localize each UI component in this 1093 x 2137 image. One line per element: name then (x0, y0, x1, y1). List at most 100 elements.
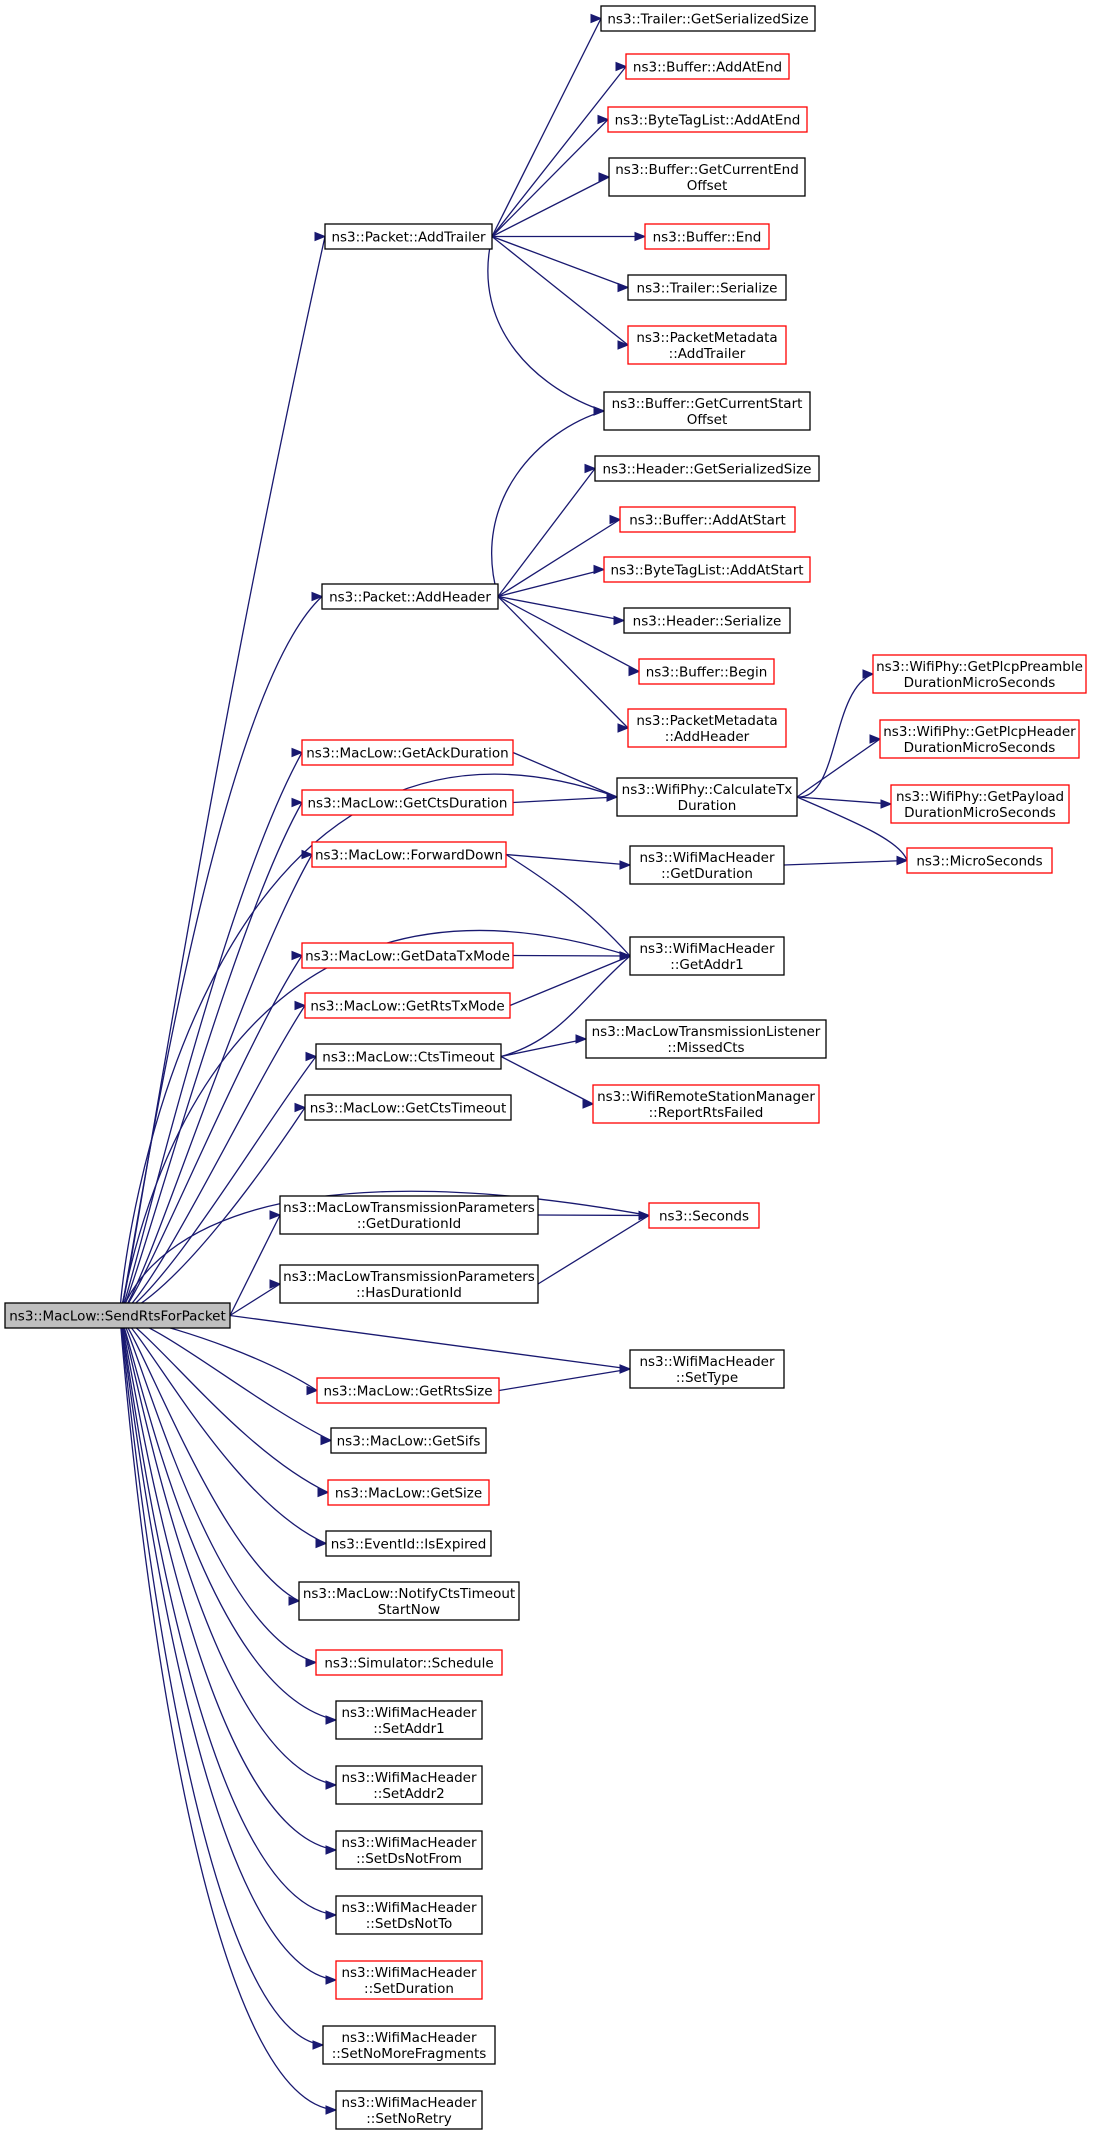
edge-addHeader-to-bufBegin (497, 595, 640, 673)
node-label: ns3::Buffer::Begin (646, 665, 768, 681)
arrowhead (291, 747, 304, 758)
arrowhead (593, 564, 606, 575)
node-box (335, 1830, 483, 1870)
node-label: DurationMicroSeconds (904, 675, 1056, 691)
node-getRtsSize[interactable]: ns3::MacLow::GetRtsSize (316, 1377, 500, 1404)
node-label: ::GetAddr1 (670, 957, 743, 973)
node-headerSer[interactable]: ns3::Header::Serialize (623, 607, 791, 634)
arrowhead (315, 1538, 328, 1549)
arrowhead (294, 1102, 307, 1113)
edge-root-to-setDuration (119, 1315, 337, 1981)
node-addTrailer[interactable]: ns3::Packet::AddTrailer (324, 223, 493, 250)
node-label: ::SetType (676, 1370, 738, 1386)
node-setDsNotFrom[interactable]: ns3::WifiMacHeader::SetDsNotFrom (335, 1830, 483, 1870)
node-plcpPreamble[interactable]: ns3::WifiPhy::GetPlcpPreambleDurationMic… (872, 654, 1087, 694)
node-headerGetSize[interactable]: ns3::Header::GetSerializedSize (594, 455, 820, 482)
node-box (335, 1960, 483, 2000)
arrowhead (597, 114, 610, 125)
node-pmAddTrailer[interactable]: ns3::PacketMetadata::AddTrailer (627, 325, 787, 365)
node-box (619, 506, 796, 533)
node-seconds[interactable]: ns3::Seconds (648, 1202, 760, 1229)
node-label: ns3::WifiMacHeader (341, 2030, 477, 2046)
edge-root-to-addTrailer (119, 236, 326, 1316)
node-plcpHeader[interactable]: ns3::WifiPhy::GetPlcpHeaderDurationMicro… (879, 719, 1080, 759)
node-setAddr2[interactable]: ns3::WifiMacHeader::SetAddr2 (335, 1765, 483, 1805)
node-label: ::SetDsNotFrom (356, 1851, 462, 1867)
edge-root-to-setNoMoreFrag (119, 1315, 324, 2046)
node-btlAddAtEnd[interactable]: ns3::ByteTagList::AddAtEnd (607, 106, 808, 133)
node-label: ns3::Buffer::GetCurrentEnd (615, 162, 799, 178)
node-label: ns3::Buffer::AddAtStart (629, 513, 786, 529)
edge-getRtsTxMode-to-getAddr1 (509, 955, 631, 1007)
node-label: ns3::MacLowTransmissionListener (592, 1024, 821, 1040)
arrowhead (294, 1000, 307, 1011)
node-pmAddHeader[interactable]: ns3::PacketMetadata::AddHeader (627, 708, 787, 748)
node-ctsTimeout[interactable]: ns3::MacLow::CtsTimeout (315, 1043, 502, 1070)
node-schedule[interactable]: ns3::Simulator::Schedule (315, 1649, 503, 1676)
node-setNoMoreFrag[interactable]: ns3::WifiMacHeader::SetNoMoreFragments (322, 2025, 496, 2065)
arrowhead (590, 13, 603, 24)
node-payloadDur[interactable]: ns3::WifiPhy::GetPayloadDurationMicroSec… (890, 784, 1070, 824)
node-setAddr1[interactable]: ns3::WifiMacHeader::SetAddr1 (335, 1700, 483, 1740)
node-microSeconds[interactable]: ns3::MicroSeconds (906, 847, 1053, 874)
node-wmhGetDuration[interactable]: ns3::WifiMacHeader::GetDuration (629, 845, 785, 885)
node-box (594, 455, 820, 482)
node-setDsNotTo[interactable]: ns3::WifiMacHeader::SetDsNotTo (335, 1895, 483, 1935)
node-getSize[interactable]: ns3::MacLow::GetSize (327, 1479, 490, 1506)
edge-root-to-getSize (119, 1314, 329, 1494)
node-getCtsDuration[interactable]: ns3::MacLow::GetCtsDuration (301, 789, 514, 816)
node-label: ::AddTrailer (669, 346, 746, 362)
edge-root-to-setDsNotTo (119, 1315, 337, 1916)
arrowhead (314, 231, 327, 242)
arrowhead (312, 2040, 325, 2050)
edge-getAckDuration-to-calcTx (512, 751, 618, 798)
edge-root-to-addHeader (119, 596, 323, 1316)
node-bufAddAtStart[interactable]: ns3::Buffer::AddAtStart (619, 506, 796, 533)
arrowhead (619, 860, 632, 870)
node-trailerSer[interactable]: ns3::Trailer::Serialize (627, 274, 787, 301)
edge-calcTx-to-plcpHeader (796, 738, 881, 798)
node-reportRts[interactable]: ns3::WifiRemoteStationManager::ReportRts… (592, 1084, 820, 1124)
node-label: ::SetNoRetry (366, 2111, 452, 2127)
node-btlAddAtStart[interactable]: ns3::ByteTagList::AddAtStart (603, 556, 811, 583)
node-box (607, 106, 808, 133)
arrowhead (638, 1210, 651, 1221)
node-getDurationId[interactable]: ns3::MacLowTransmissionParameters::GetDu… (279, 1195, 539, 1235)
node-label: ns3::Trailer::GetSerializedSize (607, 12, 808, 28)
node-addHeader[interactable]: ns3::Packet::AddHeader (321, 583, 499, 610)
edge-addHeader-to-headerGetSize (497, 468, 596, 597)
edge-addHeader-to-headerSer (497, 595, 625, 622)
node-label: ::MissedCts (667, 1040, 744, 1056)
node-missedCts[interactable]: ns3::MacLowTransmissionListener::MissedC… (585, 1019, 827, 1059)
node-label: ns3::WifiPhy::CalculateTx (622, 782, 793, 798)
node-getDataTxMode[interactable]: ns3::MacLow::GetDataTxMode (301, 942, 514, 969)
node-root[interactable]: ns3::MacLow::SendRtsForPacket (4, 1302, 231, 1329)
node-hasDurationId[interactable]: ns3::MacLowTransmissionParameters::HasDu… (279, 1264, 539, 1304)
node-label: ns3::MacLow::GetSize (335, 1486, 482, 1502)
node-bufEnd[interactable]: ns3::Buffer::End (644, 223, 770, 250)
node-setNoRetry[interactable]: ns3::WifiMacHeader::SetNoRetry (335, 2090, 483, 2130)
node-getRtsTxMode[interactable]: ns3::MacLow::GetRtsTxMode (304, 992, 511, 1019)
node-setType[interactable]: ns3::WifiMacHeader::SetType (629, 1349, 785, 1389)
node-getAckDuration[interactable]: ns3::MacLow::GetAckDuration (301, 739, 514, 766)
node-label: ns3::MacLow::GetCtsTimeout (310, 1101, 507, 1117)
node-getSifs[interactable]: ns3::MacLow::GetSifs (330, 1427, 487, 1454)
node-bufBegin[interactable]: ns3::Buffer::Begin (638, 658, 775, 685)
node-getAddr1[interactable]: ns3::WifiMacHeader::GetAddr1 (629, 936, 785, 976)
node-box (879, 719, 1080, 759)
node-bufAddAtEnd[interactable]: ns3::Buffer::AddAtEnd (625, 53, 790, 80)
node-trailerGetSize[interactable]: ns3::Trailer::GetSerializedSize (600, 5, 816, 32)
node-box (321, 583, 499, 610)
node-label: ns3::MacLow::SendRtsForPacket (9, 1309, 226, 1325)
node-setDuration[interactable]: ns3::WifiMacHeader::SetDuration (335, 1960, 483, 2000)
node-isExpired[interactable]: ns3::EventId::IsExpired (325, 1530, 492, 1557)
node-forwardDown[interactable]: ns3::MacLow::ForwardDown (311, 841, 507, 868)
node-getCtsTimeout[interactable]: ns3::MacLow::GetCtsTimeout (304, 1094, 512, 1121)
edge-addHeader-to-bufCurStart (491, 410, 605, 597)
node-label: ::SetAddr2 (373, 1786, 445, 1802)
edge-getCtsDuration-to-calcTx (512, 796, 618, 804)
